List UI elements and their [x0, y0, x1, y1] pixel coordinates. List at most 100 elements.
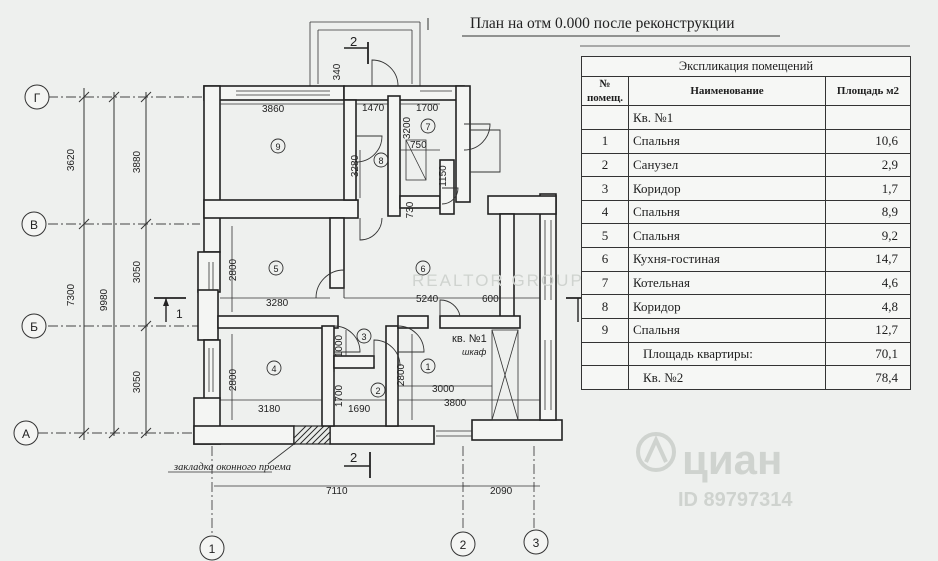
room-marker-6: 6: [415, 260, 431, 276]
header-name: Наименование: [628, 75, 826, 107]
table-caption: Экспликация помещений: [581, 56, 911, 77]
dim-3050-lower: 3050: [132, 370, 143, 393]
dim-1000: 1000: [334, 334, 345, 357]
cian-logo: [636, 432, 676, 472]
svg-text:9: 9: [275, 142, 280, 152]
dim-750: 750: [410, 140, 427, 151]
svg-text:1: 1: [425, 362, 430, 372]
svg-text:2: 2: [375, 386, 380, 396]
left-dimension-chains: [78, 88, 152, 440]
doors: [315, 59, 501, 367]
row-name: Котельная: [628, 270, 826, 296]
row-num: 4: [581, 199, 629, 225]
exterior-walls: [193, 85, 563, 445]
dim-3280: 3280: [266, 298, 289, 309]
svg-text:Б: Б: [30, 320, 38, 334]
row-area: 10,6: [825, 128, 911, 154]
svg-text:А: А: [22, 427, 30, 441]
interior-dimension-lines: [214, 103, 540, 487]
dim-600: 600: [482, 294, 499, 305]
row-name: Спальня: [628, 199, 826, 225]
axis-marker-2: 2: [450, 531, 476, 557]
row-area: 2,9: [825, 152, 911, 178]
plan-title: План на отм 0.000 после реконструкции: [470, 15, 735, 32]
row-num: 3: [581, 176, 629, 201]
dim-7110: 7110: [326, 486, 348, 497]
dim-3200: 3200: [402, 116, 413, 139]
room-marker-2: 2: [370, 382, 386, 398]
room-explication-table: Экспликация помещений № помещ. Наименова…: [581, 56, 911, 390]
axis-marker-v: В: [21, 211, 47, 237]
realtor-watermark: REALTOR GROUP: [412, 271, 584, 290]
dim-7300: 7300: [66, 283, 77, 306]
dim-2800-room1: 2800: [396, 363, 407, 386]
row-num: 7: [581, 270, 629, 296]
dim-1700-room2: 1700: [334, 384, 345, 407]
note-leader: [267, 443, 295, 465]
apartment-2-area: 78,4: [825, 365, 911, 390]
svg-text:2: 2: [350, 450, 357, 465]
room-marker-1: 1: [420, 358, 436, 374]
dim-340: 340: [332, 63, 343, 80]
row-num: 1: [581, 128, 629, 154]
axis-marker-b: Б: [21, 313, 47, 339]
axis-marker-3: 3: [523, 529, 549, 555]
svg-text:6: 6: [420, 264, 425, 274]
row-area: 4,8: [825, 294, 911, 319]
apartment-label: кв. №1: [452, 333, 487, 345]
row-name: Кухня-гостиная: [628, 247, 826, 272]
svg-text:1: 1: [209, 542, 216, 556]
total-row: Площадь квартиры: 70,1: [581, 341, 911, 367]
dim-2800-room5: 2800: [228, 258, 239, 281]
axis-marker-g: Г: [24, 84, 50, 110]
section-mark-2-bottom: 2: [344, 450, 371, 478]
room-marker-3: 3: [356, 328, 372, 344]
dim-1690: 1690: [348, 404, 371, 415]
row-num: 5: [581, 223, 629, 249]
header-num: № помещ.: [581, 75, 629, 107]
dim-1700-top: 1700: [416, 103, 439, 114]
svg-text:3: 3: [361, 332, 366, 342]
dim-730: 730: [405, 201, 416, 218]
svg-text:8: 8: [378, 156, 383, 166]
row-name: Спальня: [628, 223, 826, 249]
row-name: Коридор: [628, 294, 826, 319]
row-num: 9: [581, 317, 629, 343]
svg-text:2: 2: [460, 538, 467, 552]
row-area: 4,6: [825, 270, 911, 296]
svg-text:4: 4: [271, 364, 276, 374]
dim-3000: 3000: [432, 384, 455, 395]
dim-3800: 3800: [444, 398, 467, 409]
dim-3880: 3880: [132, 150, 143, 173]
dim-1470: 1470: [362, 103, 385, 114]
dim-9980: 9980: [99, 288, 110, 311]
room-marker-5: 5: [268, 260, 284, 276]
interior-walls: [203, 95, 521, 427]
table-caption-row: Экспликация помещений: [581, 56, 911, 77]
room-marker-8: 8: [373, 152, 389, 168]
row-name: Спальня: [628, 317, 826, 343]
apartment-1-row: Кв. №1: [581, 105, 911, 130]
cian-id-watermark: ID 89797314: [678, 489, 793, 511]
windows: [208, 90, 552, 437]
apartment-2-row: Кв. №2 78,4: [581, 365, 911, 390]
row-area: 8,9: [825, 199, 911, 225]
row-area: 14,7: [825, 247, 911, 272]
row-num: 2: [581, 152, 629, 178]
patched-window-hatch: [293, 425, 331, 445]
svg-text:В: В: [30, 218, 38, 232]
row-name: Спальня: [628, 128, 826, 154]
total-label: Площадь квартиры:: [628, 341, 826, 367]
table-header-row: № помещ. Наименование Площадь м2: [581, 75, 911, 107]
dim-1150: 1150: [438, 165, 449, 187]
row-area: 9,2: [825, 223, 911, 249]
